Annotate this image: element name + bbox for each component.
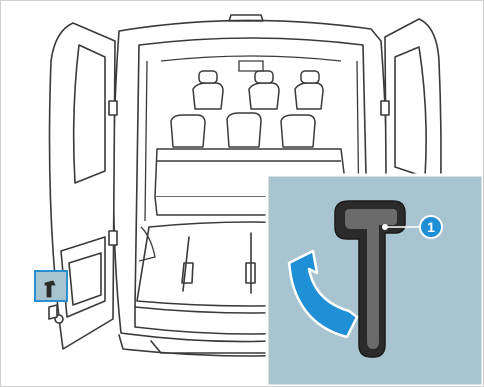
callout-1-label: 1 — [427, 219, 435, 235]
callout-1: 1 — [420, 216, 442, 238]
detail-inset: 1 — [267, 175, 483, 386]
handle-location-highlight — [35, 271, 67, 301]
